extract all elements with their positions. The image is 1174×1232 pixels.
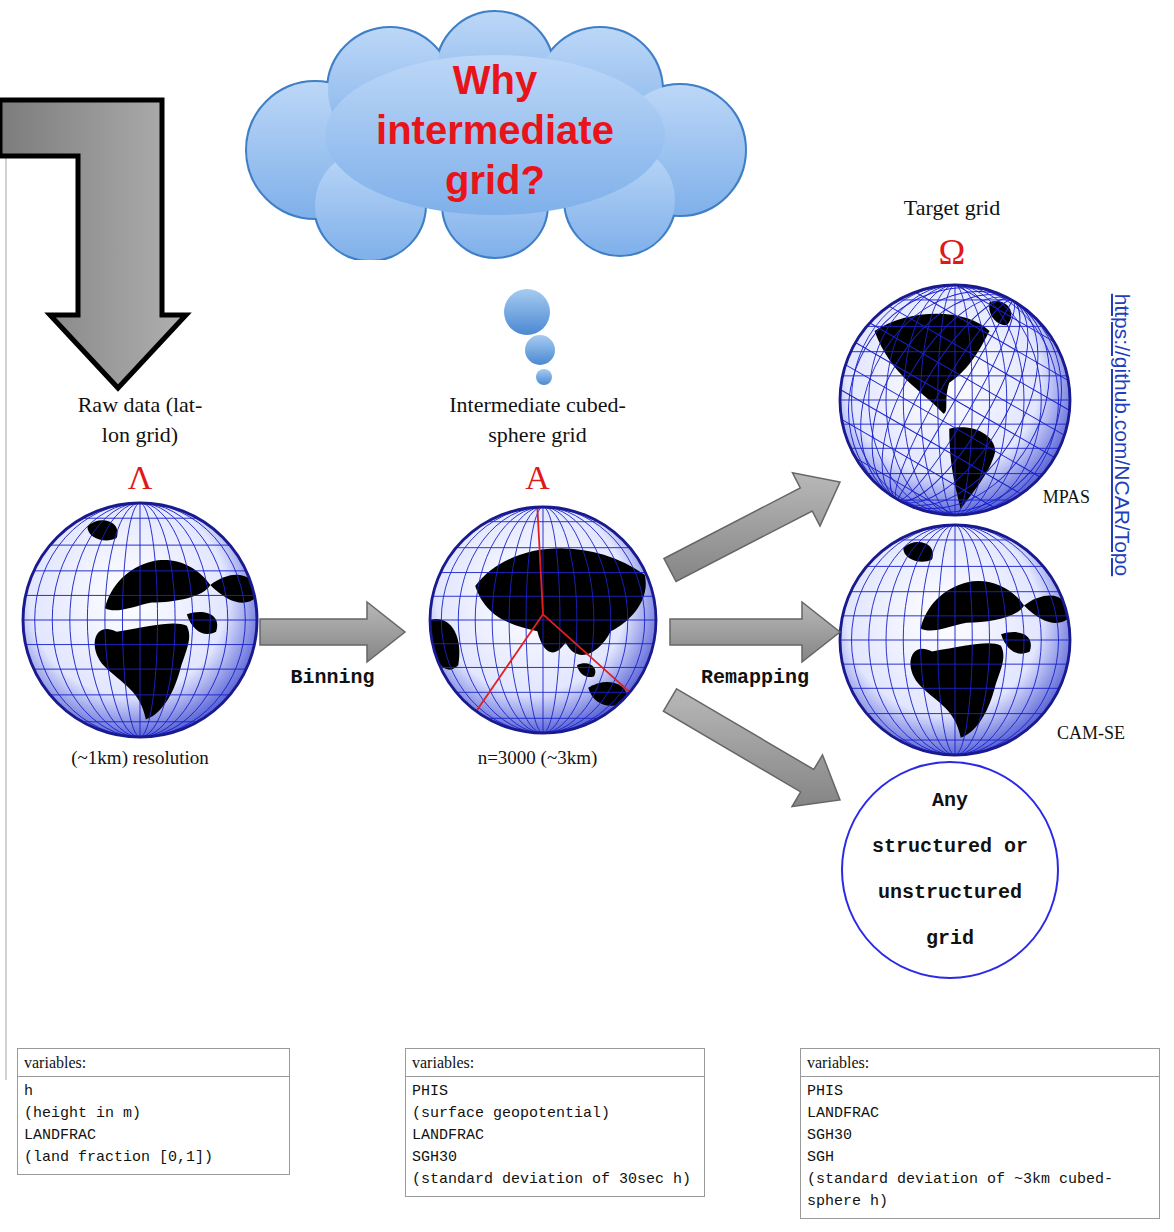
cubed-sphere-globe xyxy=(430,507,656,733)
variable-line: LANDFRAC xyxy=(24,1125,283,1147)
input-arrow xyxy=(0,100,186,388)
variable-line: SGH xyxy=(807,1147,1153,1169)
source-link: https://github.com/NCAR/Topo xyxy=(1110,245,1134,625)
block-arrow xyxy=(670,602,840,662)
variable-line: PHIS xyxy=(412,1081,698,1103)
grid-resolution: n=3000 (~3km) xyxy=(405,746,670,770)
circle-text: Any structured or unstructured grid xyxy=(867,778,1033,962)
side-rule xyxy=(5,158,7,1080)
target-globe: MPAS xyxy=(840,285,1090,525)
column-heading: Target grid xyxy=(852,194,1052,222)
variable-line: LANDFRAC xyxy=(412,1125,698,1147)
grid-symbol: Ω xyxy=(852,232,1052,272)
thought-bubble xyxy=(525,335,555,365)
block-arrow xyxy=(260,602,405,662)
target-circle: Any structured or unstructured grid xyxy=(840,760,1060,980)
grid-panel: Intermediate cubed-sphere gridAn=3000 (~… xyxy=(405,390,670,775)
grid-symbol: Λ xyxy=(20,458,260,498)
box-heading: variables: xyxy=(406,1049,704,1077)
latlon-globe xyxy=(23,503,257,737)
variables-box: variables: PHIS(surface geopotential)LAND… xyxy=(405,1048,705,1197)
variable-line: LANDFRAC xyxy=(807,1103,1153,1125)
grid-heading: Raw data (lat-lon grid) xyxy=(65,390,215,450)
grid-symbol: A xyxy=(405,458,670,498)
grid-panel: Raw data (lat-lon grid) Λ (~1km) resolutio… xyxy=(20,390,260,775)
mpas-globe xyxy=(798,243,1112,557)
grid-resolution: (~1km) resolution xyxy=(20,746,260,770)
variables-box: variables: h(height in m)LANDFRAC(land fr… xyxy=(17,1048,290,1175)
cloud-question: Why intermediate grid? xyxy=(365,55,625,205)
block-arrow xyxy=(664,473,840,582)
globe-label: MPAS xyxy=(1043,486,1090,508)
box-heading: variables: xyxy=(801,1049,1159,1077)
box-heading: variables: xyxy=(18,1049,289,1077)
variable-line: (height in m) xyxy=(24,1103,283,1125)
variable-line: SGH30 xyxy=(807,1125,1153,1147)
thought-bubble xyxy=(504,289,550,335)
grid-heading: Intermediate cubed-sphere grid xyxy=(442,390,634,450)
variable-line: (surface geopotential) xyxy=(412,1103,698,1125)
globe-label: CAM-SE xyxy=(1057,722,1125,744)
thought-bubble xyxy=(536,369,552,385)
variable-line: h xyxy=(24,1081,283,1103)
edge-label: Binning xyxy=(287,666,377,690)
variable-line: (standard deviation of 30sec h) xyxy=(412,1169,698,1191)
cam-se-globe xyxy=(840,525,1070,755)
variable-line: SGH30 xyxy=(412,1147,698,1169)
variable-line: (standard deviation of ~3km cubed-sphere… xyxy=(807,1169,1153,1213)
target-globe: CAM-SE xyxy=(840,525,1125,770)
variables-box: variables: PHISLANDFRACSGH30SGH(standard … xyxy=(800,1048,1160,1219)
variable-line: PHIS xyxy=(807,1081,1153,1103)
variable-line: (land fraction [0,1]) xyxy=(24,1147,283,1169)
edge-label: Remapping xyxy=(698,666,812,690)
thought-cloud: Why intermediate grid? xyxy=(240,10,750,260)
block-arrow xyxy=(663,689,840,807)
